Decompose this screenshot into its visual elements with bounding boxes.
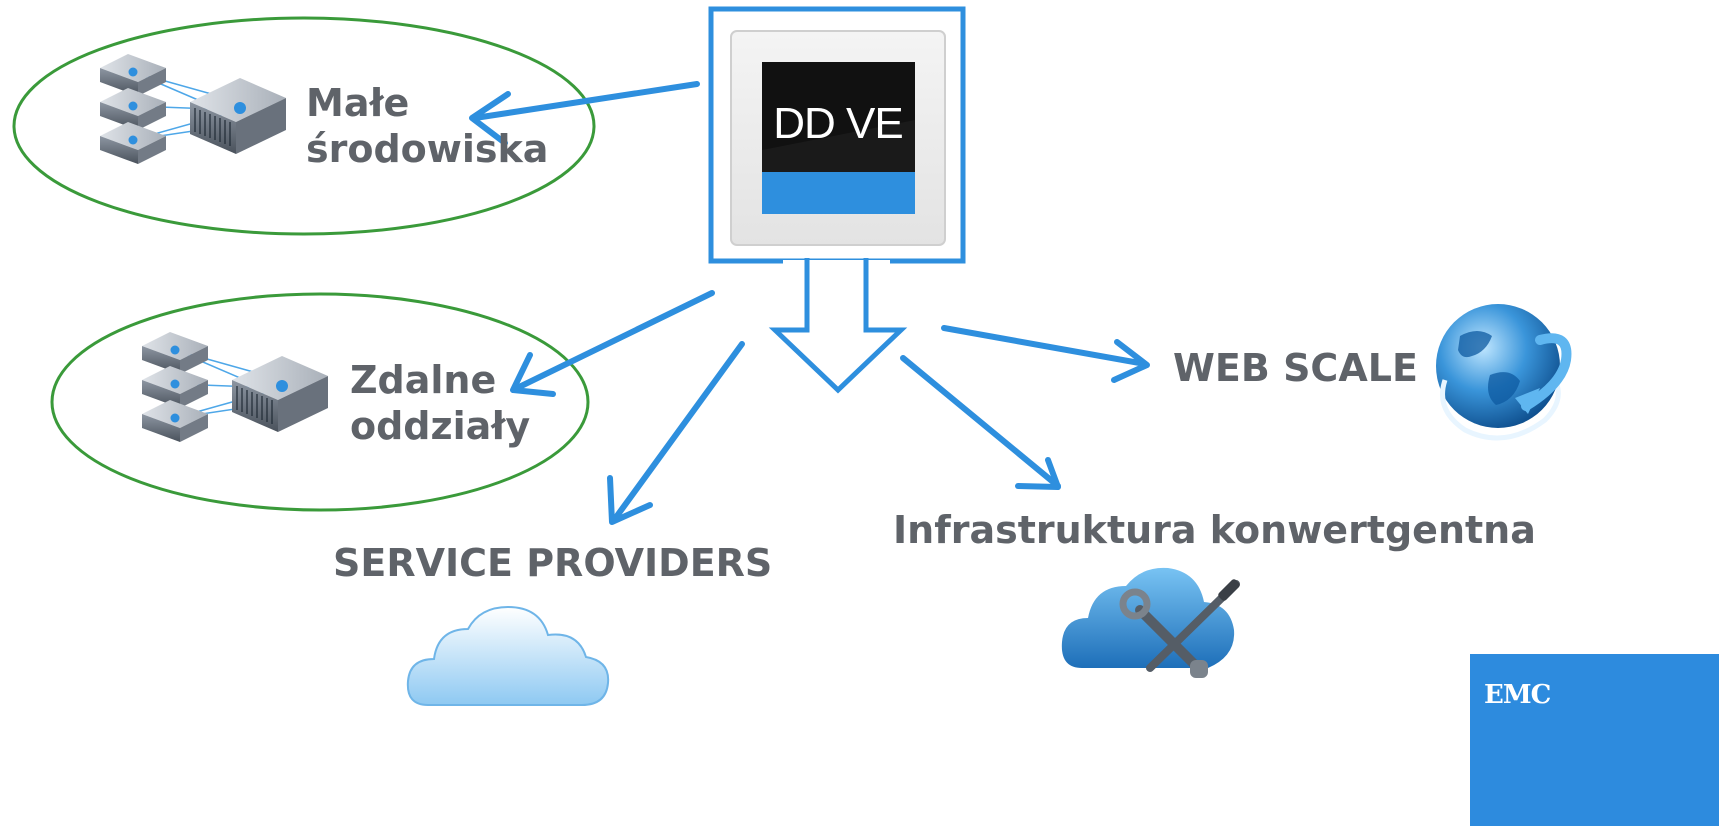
emc-logo bbox=[1470, 654, 1719, 826]
arrow-to-small-environments bbox=[469, 81, 700, 146]
web-scale-label: WEB SCALE bbox=[1173, 346, 1418, 390]
emc-logo-text: EMC bbox=[1484, 680, 1551, 710]
dd-ve-label: DD VE bbox=[773, 99, 902, 148]
cloud-icon bbox=[406, 605, 610, 706]
server-cluster-icon bbox=[99, 53, 287, 165]
globe-icon bbox=[1436, 304, 1572, 441]
small-environments-label: Małe środowiska bbox=[306, 81, 549, 171]
remote-offices-ellipse bbox=[50, 292, 590, 512]
down-arrow bbox=[750, 260, 926, 392]
arrow-to-web-scale bbox=[941, 325, 1150, 383]
arrow-to-service-providers bbox=[607, 341, 745, 525]
cloud-tools-icon bbox=[1061, 567, 1240, 678]
small-environments-ellipse bbox=[12, 16, 596, 236]
converged-infrastructure-label: Infrastruktura konwertgentna bbox=[893, 508, 1536, 552]
arrow-to-converged-infrastructure bbox=[900, 355, 1061, 490]
dd-ve-product-tile: DD VE bbox=[708, 6, 966, 264]
down-arrow-outline bbox=[768, 258, 908, 394]
arrow-to-remote-offices bbox=[510, 290, 715, 397]
service-providers-label: SERVICE PROVIDERS bbox=[333, 541, 773, 585]
server-cluster-icon bbox=[141, 331, 329, 443]
remote-offices-label: Zdalne oddziały bbox=[350, 358, 531, 448]
